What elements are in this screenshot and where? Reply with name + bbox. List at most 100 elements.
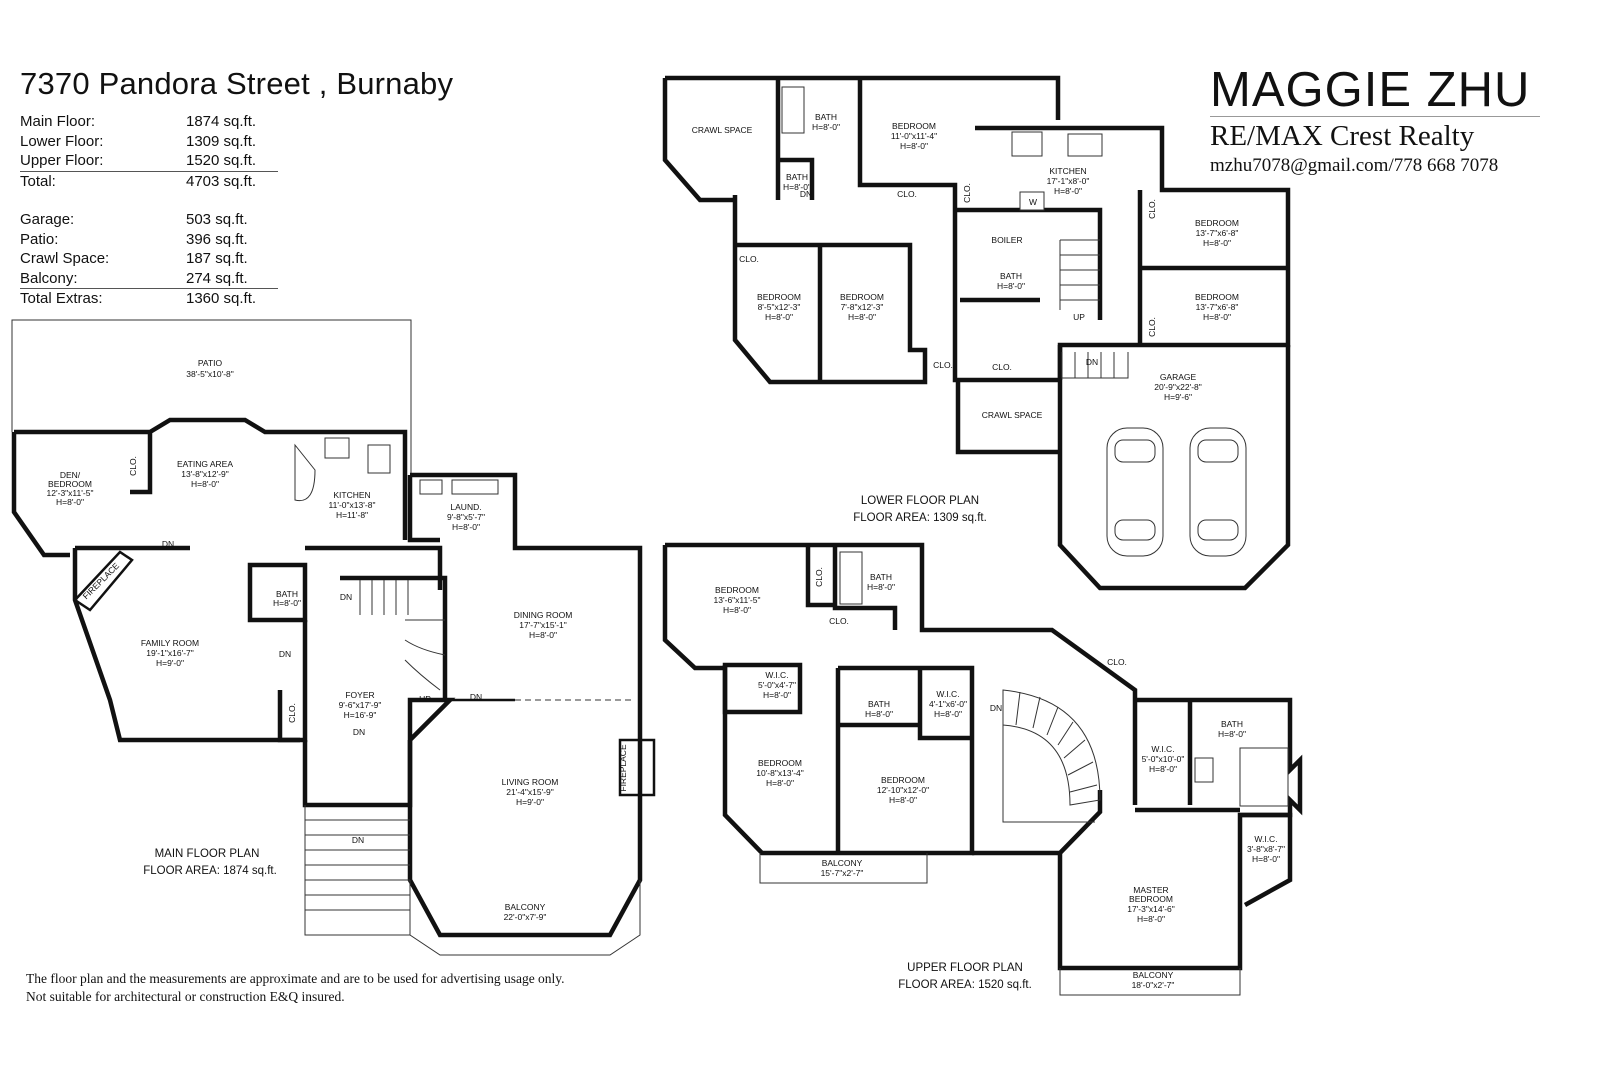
upper-balcony1-dim: 15'-7"x2'-7" bbox=[821, 868, 864, 878]
garage-cars-icon bbox=[1106, 427, 1247, 557]
lower-dn-2: DN bbox=[1086, 357, 1098, 367]
master-dim: 17'-3"x14'-6" bbox=[1127, 904, 1175, 914]
extra-row-crawl: Crawl Space:187 sq.ft. bbox=[20, 249, 278, 269]
laundry-walls bbox=[407, 475, 440, 543]
lower-closet-6: CLO. bbox=[1147, 199, 1157, 219]
main-kitchen-height: H=11'-8" bbox=[336, 510, 368, 520]
upper-closet-2: CLO. bbox=[829, 616, 849, 626]
lower-bed-r1-height: H=8'-0" bbox=[1203, 238, 1231, 248]
main-floor-plan: PATIO 38'-5"x10'-8" DEN/ BEDROOM 12'-3"x… bbox=[11, 319, 656, 956]
upper-balcony2-name: BALCONY bbox=[1133, 970, 1174, 980]
lower-bed-l1-height: H=8'-0" bbox=[765, 312, 793, 322]
lower-bed-l2-dim: 7'-8"x12'-3" bbox=[841, 302, 884, 312]
extra-value: 503 sq.ft. bbox=[186, 211, 248, 228]
lower-bath3-height: H=8'-0" bbox=[997, 281, 1025, 291]
upper-bed3-name: BEDROOM bbox=[881, 775, 925, 785]
area-value: 1874 sq.ft. bbox=[186, 113, 257, 130]
lower-bed-r1-dim: 13'-7"x6'-8" bbox=[1196, 228, 1239, 238]
upper-wic4-dim: 3'-8"x8'-7" bbox=[1247, 844, 1285, 854]
upper-wic1-name: W.I.C. bbox=[765, 670, 788, 680]
lower-closet-5: CLO. bbox=[962, 183, 972, 203]
garage-dim: 20'-9"x22'-8" bbox=[1154, 382, 1202, 392]
eating-dim: 13'-8"x12'-9" bbox=[181, 469, 229, 479]
area-row-lower: Lower Floor:1309 sq.ft. bbox=[20, 132, 278, 152]
upper-wic3-height: H=8'-0" bbox=[1149, 764, 1177, 774]
area-row-upper: Upper Floor:1520 sq.ft. bbox=[20, 151, 278, 171]
main-balcony-name: BALCONY bbox=[505, 902, 546, 912]
living-height: H=9'-0" bbox=[516, 797, 544, 807]
main-plan-area: FLOOR AREA: 1874 sq.ft. bbox=[143, 865, 277, 877]
upper-bath2-height: H=8'-0" bbox=[865, 709, 893, 719]
den-eating-walls bbox=[11, 417, 408, 558]
upper-top-walls bbox=[662, 542, 1138, 805]
area-label: Total: bbox=[20, 172, 56, 190]
lower-left-bed-walls bbox=[732, 195, 928, 385]
upper-bed3-height: H=8'-0" bbox=[889, 795, 917, 805]
den-name-2: BEDROOM bbox=[48, 479, 92, 489]
lower-closet-3: CLO. bbox=[933, 360, 953, 370]
lower-bath-bed-walls bbox=[775, 80, 958, 210]
disclaimer-line-1: The floor plan and the measurements are … bbox=[26, 971, 565, 986]
lower-kitchen-bed-walls bbox=[975, 125, 1291, 380]
main-plan-title: MAIN FLOOR PLAN bbox=[155, 848, 260, 860]
upper-bed3-dim: 12'-10"x12'-0" bbox=[877, 785, 929, 795]
dining-height: H=8'-0" bbox=[529, 630, 557, 640]
garage-name: GARAGE bbox=[1160, 372, 1197, 382]
upper-wic2-height: H=8'-0" bbox=[934, 709, 962, 719]
upper-closet-3: CLO. bbox=[1107, 657, 1127, 667]
upper-wic4-name: W.I.C. bbox=[1254, 834, 1277, 844]
upper-bed1-height: H=8'-0" bbox=[723, 605, 751, 615]
lower-center-walls bbox=[952, 190, 1288, 383]
lower-kitchen-height: H=8'-0" bbox=[1054, 186, 1082, 196]
den-dim: 12'-3"x11'-5" bbox=[47, 488, 94, 498]
den-height: H=8'-0" bbox=[56, 497, 84, 507]
lower-closet-1: CLO. bbox=[739, 254, 759, 264]
upper-dn-label: DN bbox=[990, 703, 1002, 713]
extra-row-balcony: Balcony:274 sq.ft. bbox=[20, 269, 278, 289]
main-bath-name: BATH bbox=[276, 589, 298, 599]
upper-wic3-dim: 5'-0"x10'-0" bbox=[1142, 754, 1185, 764]
lower-bed-r1-name: BEDROOM bbox=[1195, 218, 1239, 228]
washer-icon bbox=[419, 479, 443, 495]
sink-icon bbox=[367, 444, 391, 474]
upper-bath1-walls bbox=[805, 545, 898, 630]
garage-height: H=9'-6" bbox=[1164, 392, 1192, 402]
upper-wic1-dim: 5'-0"x4'-7" bbox=[758, 680, 796, 690]
foyer-entry-walls bbox=[302, 697, 456, 808]
lower-plan-title: LOWER FLOOR PLAN bbox=[861, 495, 979, 507]
kitchen-island-icon bbox=[294, 443, 316, 502]
foyer-closet-label: CLO. bbox=[287, 703, 297, 723]
laund-name: LAUND. bbox=[450, 502, 481, 512]
family-height: H=9'-0" bbox=[156, 658, 184, 668]
eating-height: H=8'-0" bbox=[191, 479, 219, 489]
upper-bed2-dim: 10'-8"x13'-4" bbox=[756, 768, 804, 778]
lower-bed-l1-dim: 8'-5"x12'-3" bbox=[758, 302, 801, 312]
lower-bed-l2-name: BEDROOM bbox=[840, 292, 884, 302]
lower-kitchen-dim: 17'-1"x8'-0" bbox=[1047, 176, 1090, 186]
lower-plan-area: FLOOR AREA: 1309 sq.ft. bbox=[853, 512, 987, 524]
extra-value: 187 sq.ft. bbox=[186, 250, 248, 267]
dryer-icon bbox=[451, 479, 499, 495]
family-fireplace bbox=[73, 550, 134, 612]
upper-bed2-name: BEDROOM bbox=[758, 758, 802, 768]
lower-crawl2-name: CRAWL SPACE bbox=[982, 410, 1043, 420]
dining-dim: 17'-7"x15'-1" bbox=[519, 620, 567, 630]
lower-bed-r2-dim: 13'-7"x6'-8" bbox=[1196, 302, 1239, 312]
extra-label: Balcony: bbox=[20, 269, 78, 287]
patio-dim: 38'-5"x10'-8" bbox=[186, 369, 234, 379]
lower-dn-1: DN bbox=[800, 189, 812, 199]
lower-up-label: UP bbox=[1073, 312, 1085, 322]
den-closet-label: CLO. bbox=[128, 456, 138, 476]
foyer-name: FOYER bbox=[345, 690, 374, 700]
main-stairs bbox=[304, 580, 446, 936]
area-row-main: Main Floor:1874 sq.ft. bbox=[20, 112, 278, 132]
upper-wic2-dim: 4'-1"x6'-0" bbox=[929, 699, 967, 709]
upper-wic1-height: H=8'-0" bbox=[763, 690, 791, 700]
cooktop-icon bbox=[324, 437, 350, 459]
lower-bath1-height: H=8'-0" bbox=[812, 122, 840, 132]
extra-label: Total Extras: bbox=[20, 290, 103, 307]
master-sink-icon bbox=[1194, 757, 1214, 783]
living-dim: 21'-4"x15'-9" bbox=[506, 787, 554, 797]
lower-cooktop-icon bbox=[1011, 131, 1043, 157]
master-name: MASTER bbox=[1133, 885, 1168, 895]
